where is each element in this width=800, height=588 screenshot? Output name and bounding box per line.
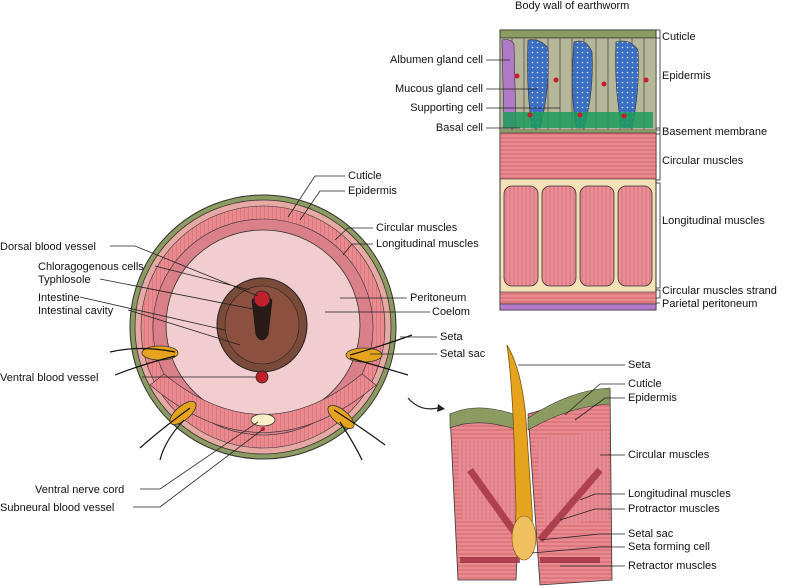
cross-section-labels-left: Dorsal blood vessel Chloragogenous cells… bbox=[0, 241, 263, 514]
cross-section-labels-right: Cuticle Epidermis Circular muscles Longi… bbox=[287, 170, 486, 360]
label-albumen-gland-cell: Albumen gland cell bbox=[390, 54, 483, 66]
label-typhlosole: Typhlosole bbox=[38, 274, 91, 286]
label-circular-muscles-strand: Circular muscles strand bbox=[662, 285, 777, 297]
label-cuticle-wall: Cuticle bbox=[662, 31, 696, 43]
label-peritoneum: Peritoneum bbox=[410, 292, 466, 304]
label-basement-membrane: Basement membrane bbox=[662, 126, 767, 138]
label-dorsal-blood-vessel: Dorsal blood vessel bbox=[0, 241, 96, 253]
body-wall-illustration bbox=[499, 29, 657, 311]
connector-arrow bbox=[407, 397, 439, 410]
seta-detail-labels: Seta Cuticle Epidermis Circular muscles … bbox=[518, 359, 731, 572]
label-epidermis-detail: Epidermis bbox=[628, 392, 677, 404]
setae-cross-section bbox=[109, 334, 413, 461]
label-parietal-peritoneum: Parietal peritoneum bbox=[662, 298, 757, 310]
label-circular-muscles-wall: Circular muscles bbox=[662, 155, 744, 167]
label-setal-sac-detail: Setal sac bbox=[628, 528, 674, 540]
label-cuticle-detail: Cuticle bbox=[628, 378, 662, 390]
label-supporting-cell: Supporting cell bbox=[410, 102, 483, 114]
label-mucous-gland-cell: Mucous gland cell bbox=[395, 83, 483, 95]
label-epidermis-wall: Epidermis bbox=[662, 70, 711, 82]
body-wall-title: Body wall of earthworm bbox=[515, 0, 629, 12]
label-retractor-muscles: Retractor muscles bbox=[628, 560, 717, 572]
label-circular-muscles-detail: Circular muscles bbox=[628, 449, 710, 461]
label-circular-muscles-cs: Circular muscles bbox=[376, 222, 458, 234]
label-intestine: Intestine bbox=[38, 292, 80, 304]
longitudinal-muscle-blocks bbox=[503, 185, 653, 287]
label-basal-cell: Basal cell bbox=[436, 122, 483, 134]
label-cuticle-cs: Cuticle bbox=[348, 170, 382, 182]
label-seta-detail: Seta bbox=[628, 359, 652, 371]
body-wall-labels-right: Cuticle Epidermis Basement membrane Circ… bbox=[656, 29, 777, 310]
cross-section-illustration bbox=[109, 194, 413, 461]
label-protractor-muscles: Protractor muscles bbox=[628, 503, 720, 515]
label-longitudinal-muscles-detail: Longitudinal muscles bbox=[628, 488, 731, 500]
label-epidermis-cs: Epidermis bbox=[348, 185, 397, 197]
label-seta-cs: Seta bbox=[440, 331, 464, 343]
label-ventral-nerve-cord: Ventral nerve cord bbox=[35, 484, 124, 496]
label-chloragogenous-cells: Chloragogenous cells bbox=[38, 261, 144, 273]
label-intestinal-cavity: Intestinal cavity bbox=[38, 305, 114, 317]
label-seta-forming-cell: Seta forming cell bbox=[628, 541, 710, 553]
label-coelom: Coelom bbox=[432, 306, 470, 318]
label-longitudinal-muscles-cs: Longitudinal muscles bbox=[376, 238, 479, 250]
seta-detail-illustration bbox=[449, 344, 613, 586]
label-ventral-blood-vessel: Ventral blood vessel bbox=[0, 372, 98, 384]
label-longitudinal-muscles-wall: Longitudinal muscles bbox=[662, 215, 765, 227]
label-setal-sac-cs: Setal sac bbox=[440, 348, 486, 360]
epidermis-cells bbox=[499, 37, 657, 131]
body-wall-labels-left: Albumen gland cell Mucous gland cell Sup… bbox=[390, 54, 560, 134]
arrow-head-icon bbox=[437, 404, 445, 412]
label-subneural-blood-vessel: Subneural blood vessel bbox=[0, 502, 114, 514]
